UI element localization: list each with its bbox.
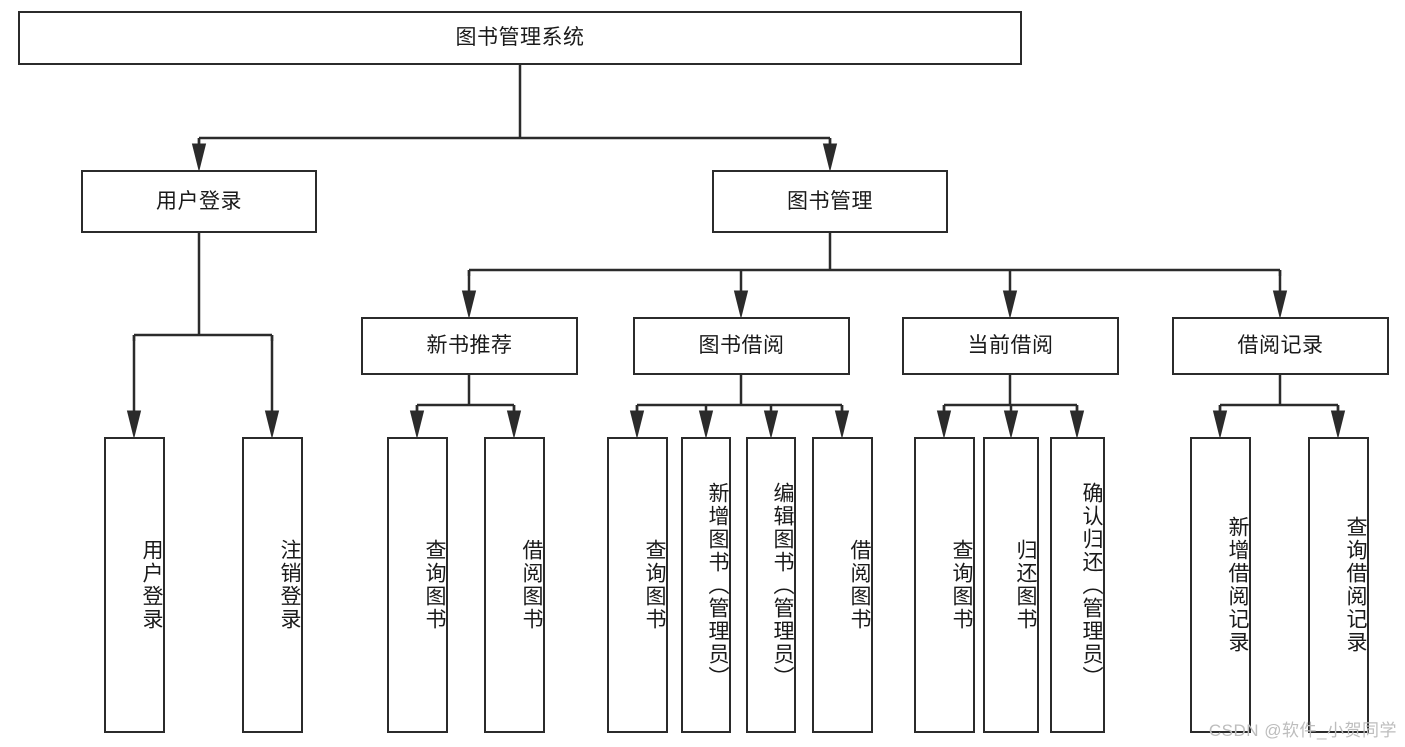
node-label-leaf-query-book-1: 查询图书 — [423, 539, 446, 631]
arrow-head-0 — [191, 143, 207, 171]
node-leaf-query-book-1[interactable]: 查询图书 — [387, 437, 448, 733]
node-leaf-query-record[interactable]: 查询借阅记录 — [1308, 437, 1369, 733]
arrow-head-8 — [409, 410, 425, 438]
node-leaf-logout[interactable]: 注销登录 — [242, 437, 303, 733]
arrow-head-14 — [936, 410, 952, 438]
arrow-head-7 — [1272, 290, 1288, 318]
arrow-head-2 — [126, 410, 142, 438]
node-label-book-manage: 图书管理 — [787, 189, 873, 213]
node-label-leaf-logout: 注销登录 — [278, 539, 301, 631]
node-label-new-book-rec: 新书推荐 — [426, 334, 513, 358]
node-root[interactable]: 图书管理系统 — [18, 11, 1022, 65]
node-user-login[interactable]: 用户登录 — [81, 170, 317, 233]
node-label-borrow-record: 借阅记录 — [1237, 334, 1324, 358]
node-label-leaf-return-book: 归还图书 — [1014, 539, 1037, 631]
node-leaf-borrow-book-1[interactable]: 借阅图书 — [484, 437, 545, 733]
arrow-head-18 — [1330, 410, 1346, 438]
node-label-leaf-query-record: 查询借阅记录 — [1344, 516, 1367, 654]
node-leaf-user-login[interactable]: 用户登录 — [104, 437, 165, 733]
node-label-leaf-edit-book: 编辑图书（管理员） — [771, 481, 794, 689]
node-leaf-borrow-book-2[interactable]: 借阅图书 — [812, 437, 873, 733]
arrow-head-9 — [506, 410, 522, 438]
node-leaf-add-book[interactable]: 新增图书（管理员） — [681, 437, 731, 733]
arrow-head-10 — [629, 410, 645, 438]
arrow-head-12 — [763, 410, 779, 438]
csdn-watermark: CSDN @软件_小贺同学 — [1208, 721, 1397, 740]
node-label-root: 图书管理系统 — [455, 26, 585, 50]
node-label-leaf-user-login: 用户登录 — [140, 539, 163, 631]
node-current-borrow[interactable]: 当前借阅 — [902, 317, 1119, 375]
node-leaf-query-book-2[interactable]: 查询图书 — [607, 437, 668, 733]
node-label-user-login: 用户登录 — [156, 189, 242, 213]
arrow-head-3 — [264, 410, 280, 438]
arrow-head-17 — [1212, 410, 1228, 438]
node-label-current-borrow: 当前借阅 — [967, 334, 1054, 358]
arrow-head-5 — [733, 290, 749, 318]
node-leaf-return-book[interactable]: 归还图书 — [983, 437, 1039, 733]
node-leaf-edit-book[interactable]: 编辑图书（管理员） — [746, 437, 796, 733]
arrow-head-11 — [698, 410, 714, 438]
node-label-leaf-confirm-return: 确认归还（管理员） — [1080, 481, 1103, 689]
node-label-leaf-borrow-book-2: 借阅图书 — [848, 539, 871, 631]
arrow-head-6 — [1002, 290, 1018, 318]
node-label-leaf-query-book-3: 查询图书 — [950, 539, 973, 631]
arrow-head-1 — [822, 143, 838, 171]
arrow-head-16 — [1069, 410, 1085, 438]
node-new-book-rec[interactable]: 新书推荐 — [361, 317, 578, 375]
node-borrow-record[interactable]: 借阅记录 — [1172, 317, 1389, 375]
node-leaf-query-book-3[interactable]: 查询图书 — [914, 437, 975, 733]
node-label-book-borrow: 图书借阅 — [698, 334, 785, 358]
arrow-head-15 — [1003, 410, 1019, 438]
node-leaf-confirm-return[interactable]: 确认归还（管理员） — [1050, 437, 1105, 733]
node-book-borrow[interactable]: 图书借阅 — [633, 317, 850, 375]
node-book-manage[interactable]: 图书管理 — [712, 170, 948, 233]
node-label-leaf-borrow-book-1: 借阅图书 — [520, 539, 543, 631]
arrow-head-4 — [461, 290, 477, 318]
node-leaf-add-record[interactable]: 新增借阅记录 — [1190, 437, 1251, 733]
node-label-leaf-query-book-2: 查询图书 — [643, 539, 666, 631]
arrow-head-13 — [834, 410, 850, 438]
node-label-leaf-add-record: 新增借阅记录 — [1226, 516, 1249, 654]
node-label-leaf-add-book: 新增图书（管理员） — [706, 481, 729, 689]
